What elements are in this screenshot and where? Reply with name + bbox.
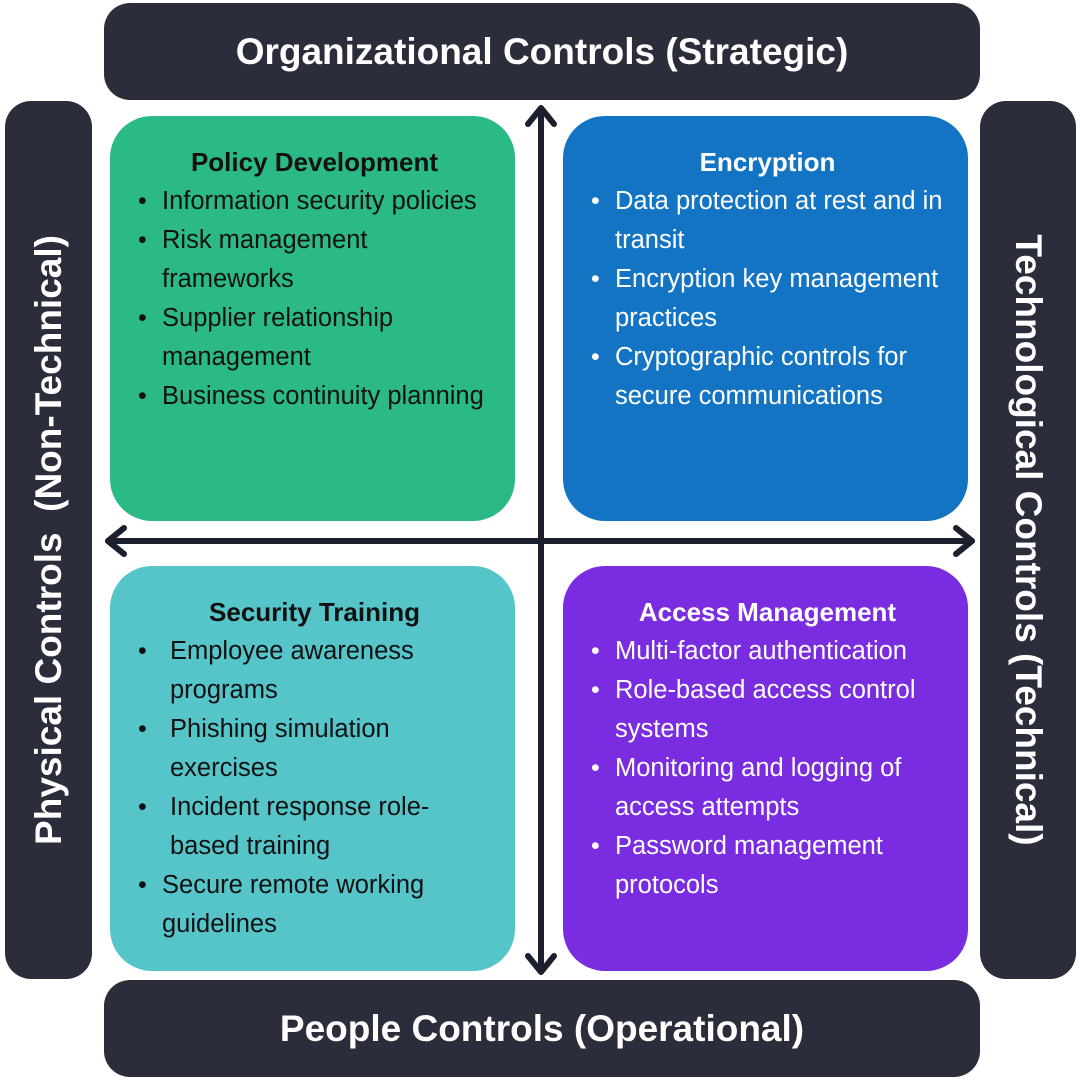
list-item: Data protection at rest and in transit	[591, 182, 946, 260]
vertical-arrow-up-head	[525, 105, 557, 127]
list-item: Employee awareness programs	[138, 632, 493, 710]
horizontal-arrow-left-head	[105, 525, 127, 557]
list-item: Business continuity planning	[138, 377, 493, 416]
list-item: Cryptographic controls for secure commun…	[591, 338, 946, 416]
list-item: Encryption key management practices	[591, 260, 946, 338]
quadrant-title: Policy Development	[190, 147, 439, 177]
list-item: Supplier relationship management	[138, 299, 493, 377]
quadrant-list: Information security policies Risk manag…	[136, 182, 493, 416]
list-item: Phishing simulation exercises	[138, 710, 493, 788]
quadrant-list: Multi-factor authentication Role-based a…	[589, 632, 946, 905]
list-item: Multi-factor authentication	[591, 632, 946, 671]
quadrant-encryption: Encryption Data protection at rest and i…	[563, 116, 968, 521]
quadrant-list: Data protection at rest and in transit E…	[589, 182, 946, 416]
list-item: Password management protocols	[591, 827, 946, 905]
vertical-arrow-down-head	[525, 953, 557, 975]
list-item: Monitoring and logging of access attempt…	[591, 749, 946, 827]
list-item: Risk management frameworks	[138, 221, 493, 299]
top-axis-label: Organizational Controls (Strategic)	[104, 3, 980, 100]
quadrant-security-training: Security Training Employee awareness pro…	[110, 566, 515, 971]
quadrant-access-management: Access Management Multi-factor authentic…	[563, 566, 968, 971]
bottom-axis-label: People Controls (Operational)	[104, 980, 980, 1077]
quadrant-list: Employee awareness programs Phishing sim…	[136, 632, 493, 944]
list-item: Role-based access control systems	[591, 671, 946, 749]
list-item: Information security policies	[138, 182, 493, 221]
horizontal-arrow-right-head	[953, 525, 975, 557]
quadrant-title: Access Management	[638, 597, 897, 627]
list-item: Incident response role-based training	[138, 788, 493, 866]
quadrant-policy-development: Policy Development Information security …	[110, 116, 515, 521]
right-axis-bar: Technological Controls (Technical)	[980, 101, 1076, 979]
quadrant-title: Security Training	[209, 597, 420, 627]
list-item: Secure remote working guidelines	[138, 866, 493, 944]
quadrant-title: Encryption	[699, 147, 836, 177]
left-axis-bar: Physical Controls (Non-Technical)	[5, 101, 92, 979]
